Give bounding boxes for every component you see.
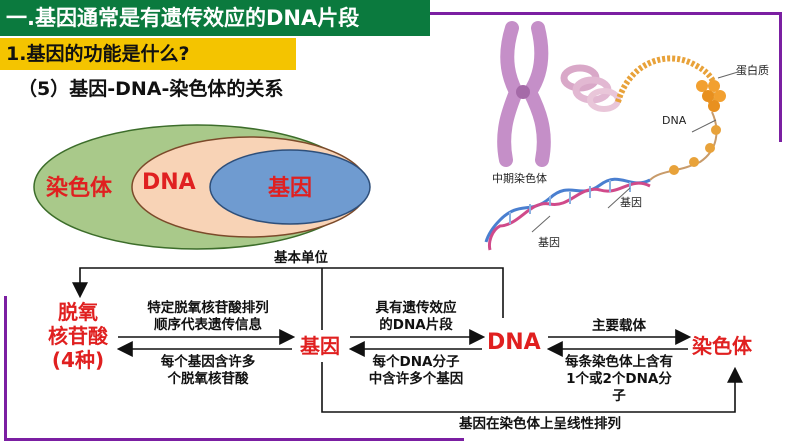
label-arrow3-bottom: 每条染色体上含有 1个或2个DNA分 子	[546, 354, 692, 405]
label-linear-arrangement: 基因在染色体上呈线性排列	[440, 416, 640, 433]
label-arrow2-top: 具有遗传效应 的DNA片段	[350, 300, 482, 334]
label-arrow1-top: 特定脱氧核苷酸排列 顺序代表遗传信息	[124, 300, 292, 334]
label-arrow1-bottom: 每个基因含许多 个脱氧核苷酸	[124, 354, 292, 388]
label-arrow2-bottom: 每个DNA分子 中含许多个基因	[350, 354, 482, 388]
node-gene: 基因	[300, 330, 340, 359]
node-nucleotide: 脱氧 核苷酸 (4种)	[38, 300, 118, 372]
label-arrow3-top: 主要载体	[550, 318, 688, 335]
label-basic-unit: 基本单位	[256, 250, 346, 267]
node-chromosome: 染色体	[692, 330, 752, 359]
node-dna: DNA	[487, 330, 541, 355]
